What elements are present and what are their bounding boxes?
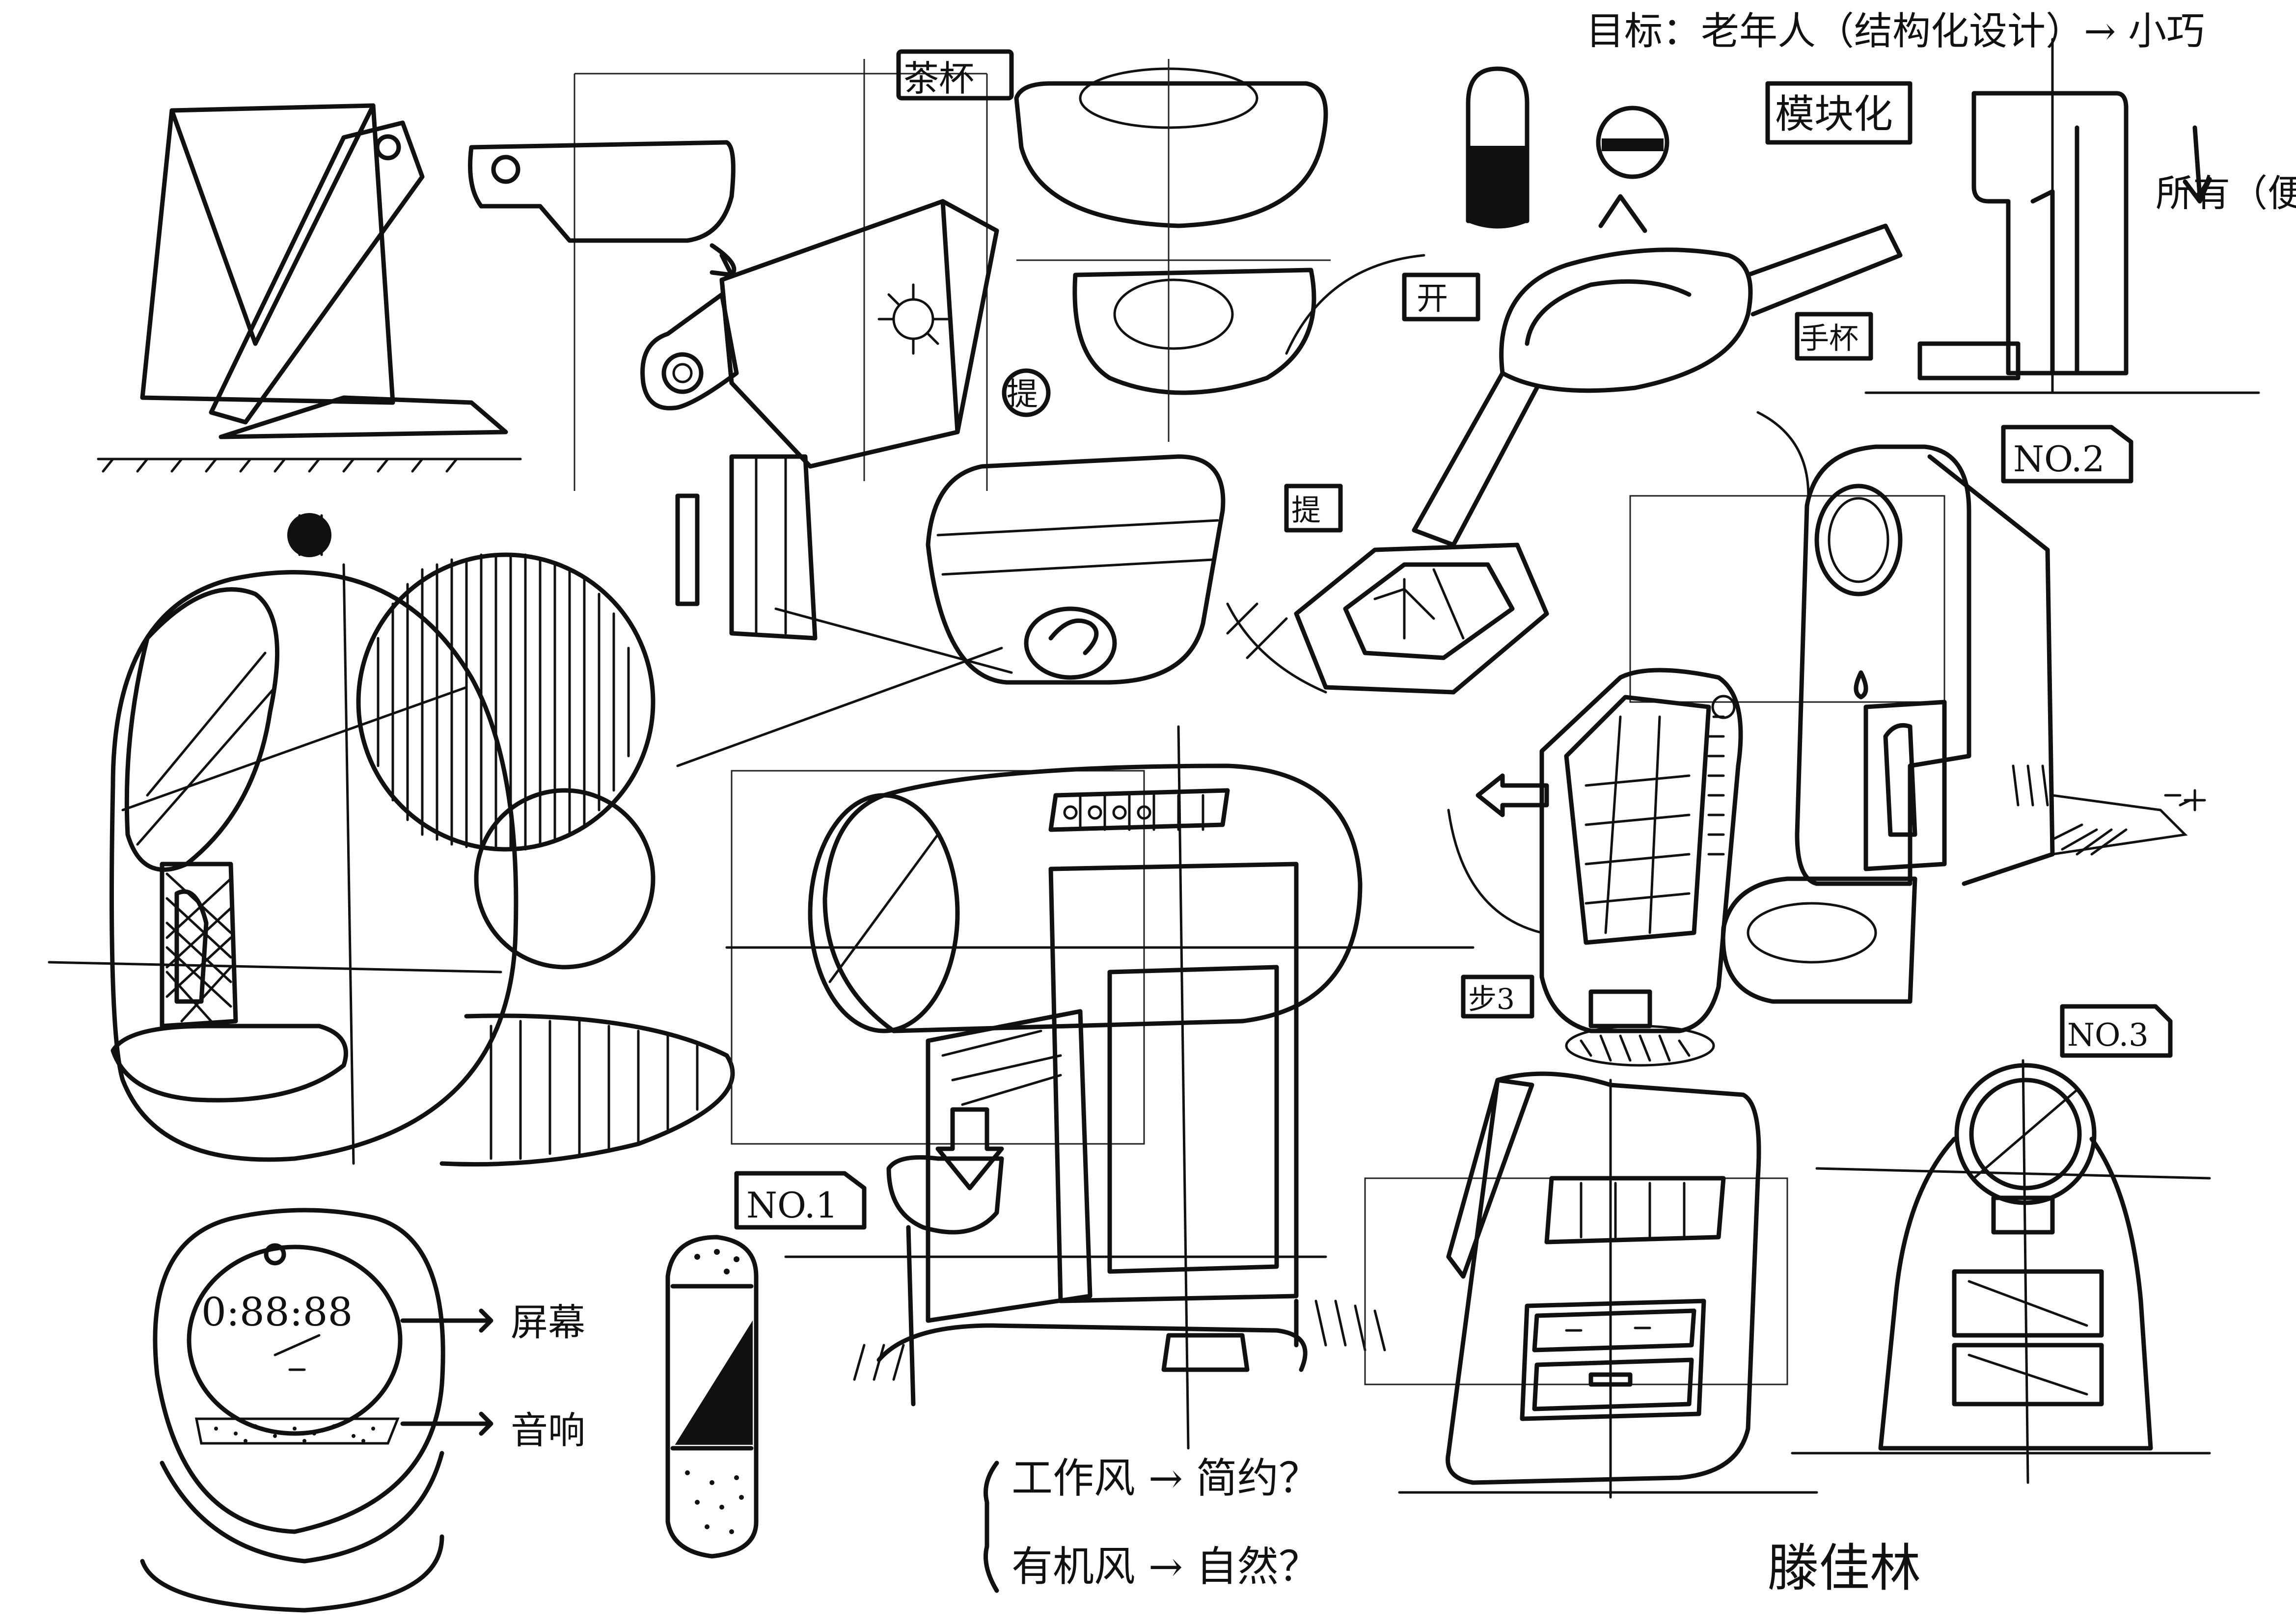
bottom-notes: 工作风 → 简约？ 有机风 → 自然？ 滕佳林	[984, 1454, 1921, 1598]
display-speaker-sketch: 0:88:88 屏幕 音响 NO.1	[140, 1171, 867, 1613]
water-tank-sketch: 茶杯 提	[468, 49, 1331, 767]
top-right-note: 目标：老年人（结构化设计）→ 小巧	[1586, 9, 2205, 54]
label-open: 开	[1417, 281, 1448, 317]
capsule-and-kettle-sketch: 开 提	[1226, 66, 1903, 695]
concept-no1-label: NO.1	[746, 1185, 838, 1226]
display-digits: 0:88:88	[201, 1289, 353, 1335]
label-step3: 步3	[1468, 982, 1515, 1016]
label-hand-cup: 手杯	[1800, 322, 1859, 356]
note-organic-style: 有机风 → 自然？	[1011, 1543, 1320, 1591]
label-sound: 音响	[511, 1408, 585, 1452]
concept-no3-label: NO.3	[2067, 1017, 2149, 1054]
label-lift: 提	[1007, 377, 1038, 413]
concept-no1-machine	[725, 725, 1475, 1450]
label-screen: 屏幕	[511, 1300, 585, 1344]
signature: 滕佳林	[1768, 1538, 1921, 1598]
concept-no2-machine	[1629, 444, 2206, 1004]
label-modular: 模块化	[1775, 91, 1893, 137]
step3-module: 步3	[1447, 668, 1743, 1067]
concept-no2-label: NO.2	[2013, 438, 2105, 480]
note-industrial-style: 工作风 → 简约？	[1011, 1454, 1320, 1502]
label-lift-2: 提	[1291, 493, 1321, 528]
pod-dots	[685, 1249, 744, 1534]
speaker-dots	[214, 1424, 375, 1443]
folding-stand-sketch	[97, 103, 522, 473]
arrow-note: 所有（便携）	[2156, 171, 2296, 215]
label-tea-cup: 茶杯	[903, 58, 974, 99]
hatch-lines	[377, 553, 630, 851]
drawer-machine-sketch	[1364, 1071, 1818, 1499]
concept-no3-machine: NO.3	[1791, 1004, 2211, 1484]
note-and-upright-machine: 目标：老年人（结构化设计）→ 小巧 模块化 所有（便携） 手杯 NO.2	[1586, 9, 2296, 484]
round-coffee-machine-sketch	[48, 513, 735, 1167]
